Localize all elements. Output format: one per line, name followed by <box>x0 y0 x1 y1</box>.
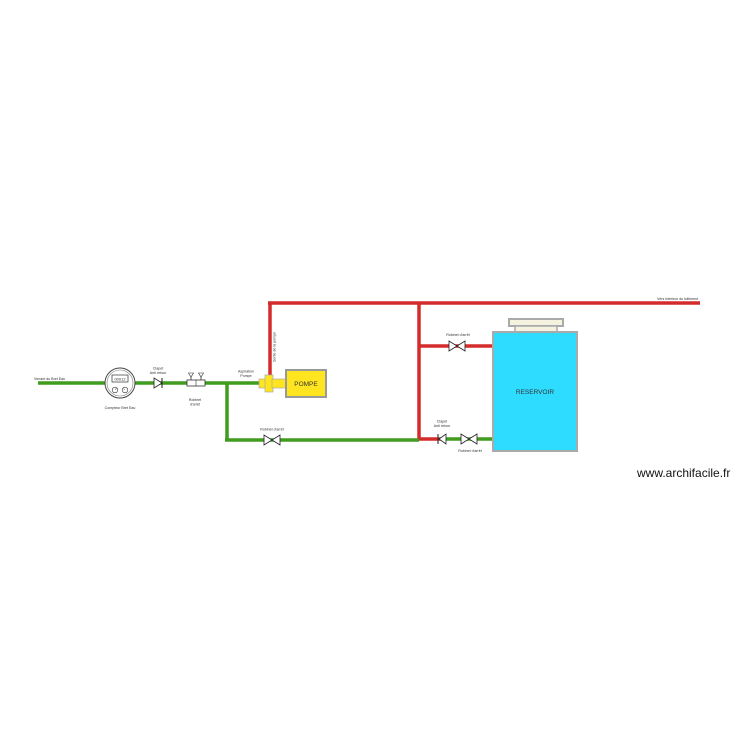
gate-valve-icon <box>448 340 466 352</box>
check-valve-1-label-line2: Anti retour <box>150 371 167 375</box>
check-valve-icon <box>437 433 447 445</box>
water-meter-icon: 00012 <box>104 367 136 399</box>
tank: RESERVOIR <box>492 331 578 452</box>
tank-lid <box>508 318 564 333</box>
gate-valve-icon <box>263 434 281 446</box>
watermark: www.archifacile.fr <box>637 466 731 480</box>
check-valve-icon <box>153 377 163 389</box>
valve-1-label-line1: Robinet <box>189 398 201 402</box>
check-valve-2-label-line2: Anti retour <box>434 424 451 428</box>
pump-suction-label-line1: Aspiration <box>238 370 254 374</box>
pump: POMPE <box>285 369 327 398</box>
pump-suction-label-line2: Pompe <box>240 374 251 378</box>
tank-label: RESERVOIR <box>516 389 554 396</box>
check-valve-1-label-line1: Clapet <box>153 367 163 371</box>
pump-discharge-label: Sortie de la pompe <box>273 332 277 362</box>
meter-display: 00012 <box>114 377 126 382</box>
pump-label: POMPE <box>294 381 318 388</box>
valve-tank-inlet-label: Robinet d'arrêt <box>446 333 469 337</box>
meter-label: Compteur Bret Eau <box>105 406 136 410</box>
pressure-valve-icon <box>186 372 206 387</box>
valve-tank-outlet-label: Robinet d'arrêt <box>458 449 481 453</box>
gate-valve-icon <box>460 433 478 445</box>
building-supply-label: Vers intérieur du bâtiment <box>657 297 698 301</box>
pump-suction-fitting <box>258 374 287 393</box>
water-inlet-label: Venant du Bret Eau <box>34 377 65 381</box>
valve-bottom-label: Robinet d'arrêt <box>260 428 283 432</box>
valve-1-label-line2: d'arrêt <box>190 403 200 407</box>
return-pipes <box>268 301 700 441</box>
check-valve-2-label-line1: Clapet <box>437 420 447 424</box>
